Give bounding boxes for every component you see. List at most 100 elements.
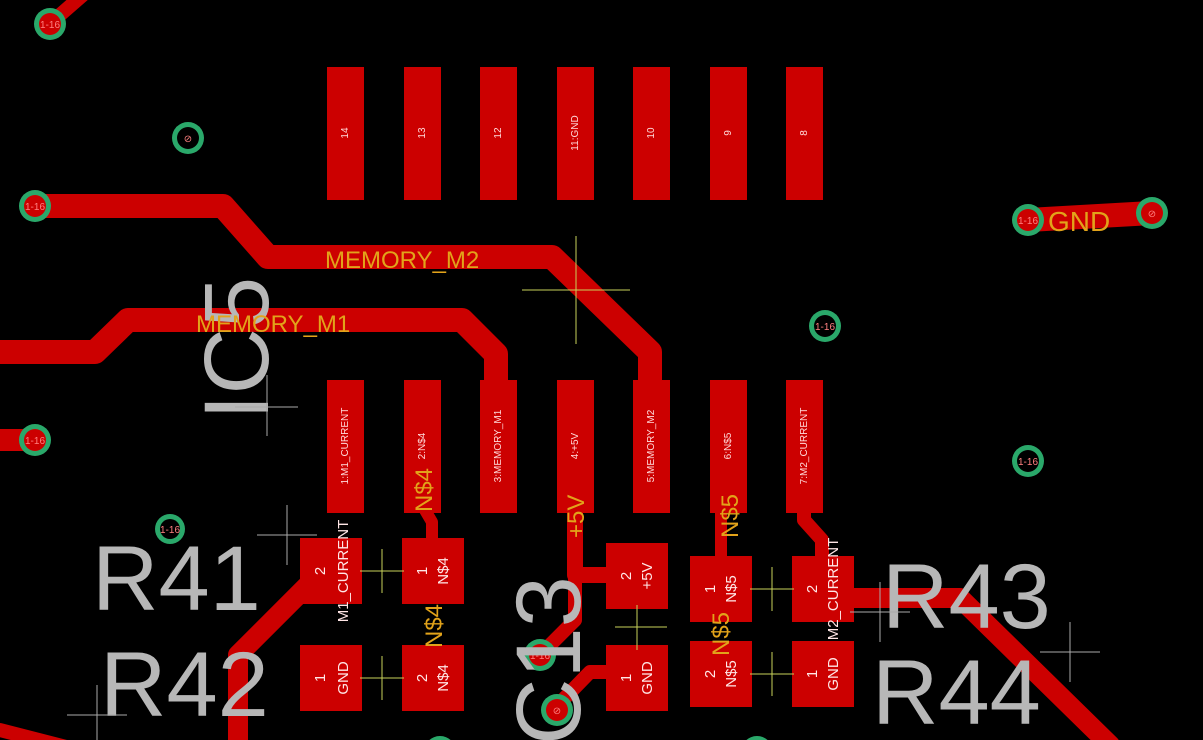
svg-text:10: 10 [646, 127, 657, 139]
svg-text:2: 2 [618, 572, 635, 580]
r43-pad-1[interactable]: 1 N$5 [690, 556, 752, 622]
refdes-ic5[interactable]: IC5 [186, 277, 288, 420]
svg-text:1: 1 [702, 585, 719, 593]
ic5-pad-11[interactable]: 11:GND [557, 67, 594, 200]
svg-text:+5V: +5V [639, 562, 656, 589]
ic5-pad-6[interactable]: 6:N$5 [710, 380, 747, 513]
svg-text:3:MEMORY_M1: 3:MEMORY_M1 [493, 409, 504, 482]
via-left-lower[interactable]: 1-16 [155, 514, 185, 544]
net-label-memory-m1[interactable]: MEMORY_M1 [196, 311, 350, 338]
net-label-n4-a[interactable]: N$4 [411, 468, 438, 512]
ic5-pad-5[interactable]: 5:MEMORY_M2 [633, 380, 670, 513]
via-c13-bottom[interactable]: ⊘ [541, 694, 573, 726]
via-upper-left-2[interactable]: ⊘ [172, 122, 204, 154]
svg-text:13: 13 [417, 127, 428, 139]
svg-text:2:N$4: 2:N$4 [417, 432, 428, 459]
svg-text:M1_CURRENT: M1_CURRENT [335, 520, 352, 623]
refdes-c13[interactable]: C13 [498, 576, 600, 740]
svg-text:GND: GND [639, 661, 656, 695]
ic5-pad-13[interactable]: 13 [404, 67, 441, 200]
svg-text:5:MEMORY_M2: 5:MEMORY_M2 [646, 409, 657, 482]
svg-text:N$5: N$5 [723, 575, 740, 603]
svg-text:1-16: 1-16 [1018, 457, 1038, 468]
net-label-n5-b[interactable]: N$5 [708, 612, 735, 656]
via-gnd-left[interactable]: 1-16 [1012, 204, 1044, 236]
r41-pad-1[interactable]: 1 N$4 [402, 538, 464, 604]
svg-text:4:+5V: 4:+5V [570, 432, 581, 459]
via-memory-m2-start[interactable]: 1-16 [19, 190, 51, 222]
svg-text:GND: GND [825, 657, 842, 691]
ic5-top-pads: 14 13 12 11:GND 10 9 8 [327, 67, 823, 200]
net-label-plus5v[interactable]: +5V [563, 495, 590, 538]
r44-pad-2[interactable]: 2 N$5 [690, 641, 752, 707]
ic5-pad-7[interactable]: 7:M2_CURRENT [786, 380, 823, 513]
crosshair-center [522, 236, 630, 344]
svg-text:2: 2 [702, 670, 719, 678]
trace-memory-m1 [0, 308, 508, 402]
svg-text:1-16: 1-16 [40, 20, 60, 31]
svg-text:⊘: ⊘ [553, 706, 561, 717]
net-label-n5-a[interactable]: N$5 [717, 494, 744, 538]
svg-text:N$4: N$4 [435, 664, 452, 692]
ic5-pad-1[interactable]: 1:M1_CURRENT [327, 380, 364, 513]
ic5-pad-2[interactable]: 2:N$4 [404, 380, 441, 513]
svg-text:1-16: 1-16 [1018, 216, 1038, 227]
via-right-lower[interactable]: 1-16 [1012, 445, 1044, 477]
svg-text:N$4: N$4 [435, 557, 452, 585]
via-gnd-right[interactable]: ⊘ [1136, 197, 1168, 229]
svg-text:2: 2 [804, 585, 821, 593]
trace-r43-right [812, 588, 1119, 740]
svg-text:7:M2_CURRENT: 7:M2_CURRENT [799, 408, 810, 485]
svg-text:2: 2 [312, 567, 329, 575]
vias: 1-16 ⊘ 1-16 1-16 1-16 1-16 1-16 1-16 [19, 8, 1168, 740]
net-label-memory-m2[interactable]: MEMORY_M2 [325, 247, 479, 274]
c13-pad-2[interactable]: 2 +5V [606, 543, 668, 609]
c13-pad-1[interactable]: 1 GND [606, 645, 668, 711]
refdes-r44[interactable]: R44 [872, 642, 1041, 740]
refdes-r43[interactable]: R43 [882, 546, 1051, 648]
ic5-pad-14[interactable]: 14 [327, 67, 364, 200]
svg-text:2: 2 [414, 674, 431, 682]
svg-text:1-16: 1-16 [160, 525, 180, 536]
svg-text:1-16: 1-16 [25, 436, 45, 447]
r44-pad-1[interactable]: 1 GND [792, 641, 854, 707]
refdes-layer: IC5 R41 R42 R43 R44 C13 [92, 277, 1051, 740]
ic5-bottom-pads: 1:M1_CURRENT 2:N$4 3:MEMORY_M1 4:+5V 5:M… [327, 380, 823, 513]
ic5-pad-3[interactable]: 3:MEMORY_M1 [480, 380, 517, 513]
trace-gnd-right [1016, 201, 1164, 232]
svg-text:8: 8 [799, 130, 810, 136]
via-bottom-partial-1[interactable] [424, 736, 456, 740]
via-bottom-partial-2[interactable] [741, 736, 773, 740]
svg-text:GND: GND [335, 661, 352, 695]
ic5-pad-10[interactable]: 10 [633, 67, 670, 200]
ic5-pad-8[interactable]: 8 [786, 67, 823, 200]
trace-bottom-left [0, 723, 67, 740]
net-label-n4-b[interactable]: N$4 [421, 604, 448, 648]
r42-pad-1[interactable]: 1 GND [300, 645, 362, 711]
ic5-pad-4[interactable]: 4:+5V [557, 380, 594, 513]
trace-memory-m2 [23, 194, 662, 402]
via-top-left[interactable]: 1-16 [34, 8, 66, 40]
via-right-mid[interactable]: 1-16 [809, 310, 841, 342]
svg-text:1:M1_CURRENT: 1:M1_CURRENT [340, 408, 351, 485]
ic5-pad-12[interactable]: 12 [480, 67, 517, 200]
ic5-pad-9[interactable]: 9 [710, 67, 747, 200]
refdes-r42[interactable]: R42 [100, 634, 269, 736]
copper-traces [0, 0, 1164, 740]
origin-crosses [67, 236, 1100, 740]
via-left-mid[interactable]: 1-16 [19, 424, 51, 456]
svg-text:1-16: 1-16 [25, 202, 45, 213]
svg-text:9: 9 [723, 130, 734, 136]
r42-pad-2[interactable]: 2 N$4 [402, 645, 464, 711]
net-label-gnd[interactable]: GND [1048, 206, 1110, 237]
trace-r41-m1 [228, 565, 328, 740]
r41-pad-2[interactable]: 2 M1_CURRENT [300, 520, 362, 623]
svg-text:11:GND: 11:GND [570, 115, 581, 150]
svg-text:⊘: ⊘ [184, 134, 192, 145]
svg-text:M2_CURRENT: M2_CURRENT [825, 538, 842, 641]
refdes-r41[interactable]: R41 [92, 528, 261, 630]
via-c13-left[interactable]: 1-16 [524, 639, 556, 671]
svg-text:14: 14 [340, 127, 351, 139]
r43-pad-2[interactable]: 2 M2_CURRENT [792, 538, 854, 641]
